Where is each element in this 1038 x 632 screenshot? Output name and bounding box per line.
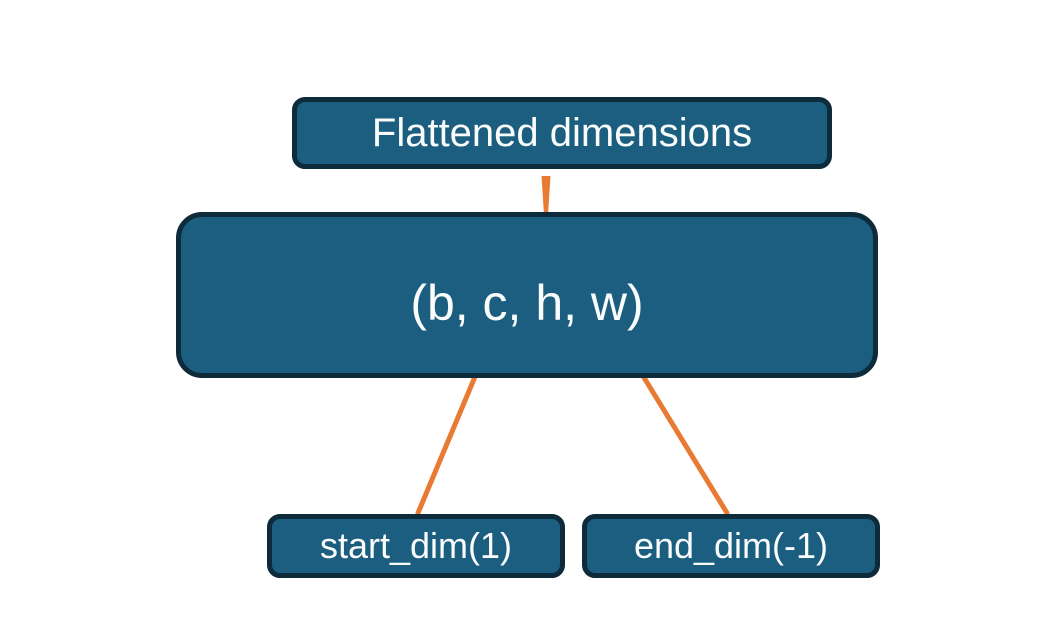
- start-dim-box: start_dim(1): [267, 514, 565, 578]
- flattened-dimensions-label: Flattened dimensions: [371, 110, 753, 155]
- tensor-shape-box: (b, c, h, w): [176, 212, 878, 378]
- flattened-dimensions-box: Flattened dimensions: [292, 97, 832, 169]
- end-dim-box: end_dim(-1): [582, 514, 880, 578]
- start-dim-label: start_dim(1): [319, 525, 513, 566]
- brace-stem-connector: [541, 176, 551, 215]
- end-dim-label: end_dim(-1): [633, 525, 829, 566]
- tensor-shape-label: (b, c, h, w): [410, 275, 644, 331]
